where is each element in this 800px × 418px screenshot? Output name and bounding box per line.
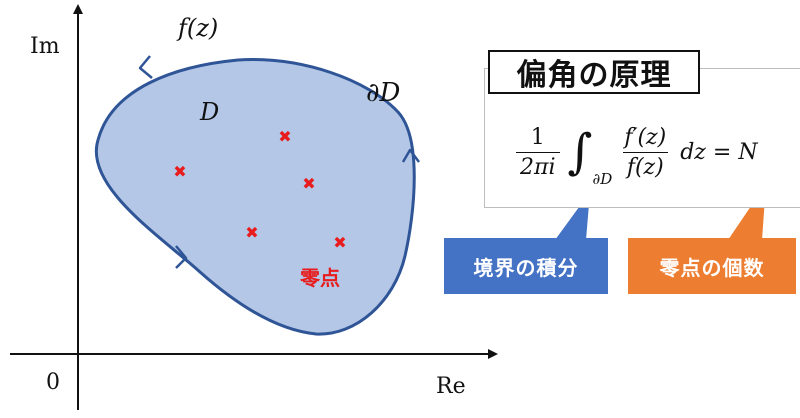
- zeros-label: 零点: [300, 266, 340, 290]
- integral-sign: ∫: [567, 124, 593, 180]
- function-label: f(z): [178, 14, 219, 42]
- integrand-denominator: f(z): [622, 151, 668, 180]
- integrand-numerator: f′(z): [624, 124, 667, 150]
- boundary-label: ∂D: [366, 78, 401, 108]
- zero-marker-5: ✖: [333, 233, 346, 252]
- x-axis-arrowhead: [488, 349, 498, 359]
- boundary-arrow-right: [401, 148, 420, 163]
- zero-marker-1: ✖: [278, 127, 291, 146]
- coefficient-fraction: 1 2πi: [516, 125, 560, 180]
- zero-count-callout: 零点の個数: [628, 238, 796, 294]
- y-axis-label: Im: [30, 34, 60, 59]
- coefficient-denominator: 2πi: [516, 151, 560, 180]
- boundary-arrow-bottom: [175, 245, 188, 269]
- formula-rhs: dz = N: [680, 139, 758, 165]
- title-box: 偏角の原理: [488, 50, 700, 94]
- theorem-title: 偏角の原理: [516, 58, 672, 93]
- boundary-integral-callout: 境界の積分: [444, 238, 608, 294]
- zero-marker-2: ✖: [173, 162, 186, 181]
- zero-marker-4: ✖: [245, 223, 258, 242]
- region-d-shape: [94, 58, 416, 336]
- y-axis-arrowhead: [73, 4, 83, 14]
- zero-marker-3: ✖: [302, 174, 315, 193]
- coefficient-numerator: 1: [530, 124, 545, 150]
- formula: 1 2πi ∫ ∂D f′(z) f(z) dz = N: [512, 112, 758, 192]
- x-axis-label: Re: [436, 374, 466, 399]
- domain-label: D: [200, 98, 220, 126]
- integral-subscript: ∂D: [592, 170, 613, 188]
- integrand-fraction: f′(z) f(z): [620, 125, 670, 180]
- origin-label: 0: [46, 370, 60, 395]
- boundary-arrow-top: [138, 55, 153, 79]
